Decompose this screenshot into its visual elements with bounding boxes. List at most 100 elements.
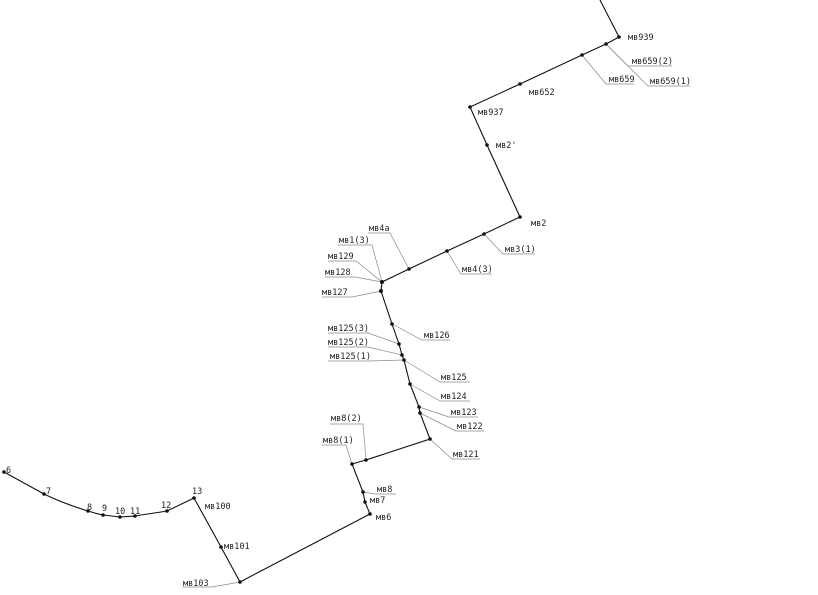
leader-mv128 (325, 276, 383, 283)
leader-mv3-1 (483, 233, 535, 255)
point-mv652 (518, 82, 522, 86)
point-labels: мв939 мв659(2) мв659 мв659(1) мв652 мв93… (6, 33, 691, 589)
label-mv125: мв125 (441, 373, 467, 383)
traverse-line-west (3, 471, 195, 518)
point-mv129 (380, 280, 384, 284)
leader-mv4a (368, 232, 410, 270)
leader-mv124 (409, 383, 470, 402)
label-mv939: мв939 (628, 33, 654, 43)
leader-mv129 (328, 260, 383, 283)
label-11: 11 (130, 507, 140, 517)
label-mv125-1: мв125(1) (330, 352, 371, 362)
point-mv659 (580, 53, 584, 57)
leader-mv659 (581, 54, 634, 85)
label-mv659-1: мв659(1) (650, 77, 691, 87)
point-mv4-3 (445, 249, 449, 253)
point-mv659-2 (604, 42, 608, 46)
point-mv8-2 (364, 458, 368, 462)
point-mv123 (417, 405, 421, 409)
label-mv127: мв127 (322, 288, 348, 298)
label-mv8-1: мв8(1) (323, 436, 354, 446)
label-mv101: мв101 (224, 542, 250, 552)
label-13: 13 (192, 487, 202, 497)
point-mv3-1 (482, 232, 486, 236)
leader-mv127 (322, 290, 382, 298)
label-mv128: мв128 (325, 268, 351, 278)
label-mv937: мв937 (478, 108, 504, 118)
point-mv101 (219, 545, 223, 549)
point-8 (86, 509, 90, 513)
leader-mv125-1 (328, 359, 405, 362)
label-mv4-3: мв4(3) (462, 265, 493, 275)
label-mv126: мв126 (424, 331, 450, 341)
label-9: 9 (102, 504, 107, 514)
point-mv2 (518, 215, 522, 219)
label-mv123: мв123 (451, 408, 477, 418)
label-mv129: мв129 (328, 252, 354, 262)
label-mv124: мв124 (441, 392, 467, 402)
label-mv2p: мв2' (496, 141, 516, 151)
label-7: 7 (46, 487, 51, 497)
leader-mv103 (182, 581, 241, 588)
label-mv122: мв122 (457, 422, 483, 432)
label-mv121: мв121 (453, 450, 479, 460)
label-mv4a: мв4а (369, 224, 389, 234)
point-mv939 (617, 35, 621, 39)
leader-mv1-3 (338, 244, 383, 283)
survey-points (2, 35, 621, 584)
label-mv3-1: мв3(1) (505, 245, 536, 255)
point-mv2p (485, 143, 489, 147)
leader-mv125 (403, 359, 470, 383)
label-6: 6 (6, 466, 11, 476)
point-11 (133, 514, 137, 518)
point-mv6 (368, 512, 372, 516)
label-mv659-2: мв659(2) (632, 57, 673, 67)
point-mv124 (408, 382, 412, 386)
point-mv126 (390, 322, 394, 326)
label-mv1-3: мв1(3) (339, 236, 370, 246)
label-10: 10 (115, 507, 125, 517)
label-mv7: мв7 (370, 496, 385, 506)
label-mv125-2: мв125(2) (328, 338, 369, 348)
leader-mv122 (419, 412, 484, 432)
label-mv2: мв2 (531, 219, 546, 229)
label-mv8-2: мв8(2) (331, 414, 362, 424)
point-mv125-1 (402, 358, 406, 362)
label-mv6: мв6 (376, 513, 391, 523)
leader-mv121 (429, 438, 480, 460)
point-13 (192, 496, 196, 500)
point-mv937 (468, 105, 472, 109)
point-mv121 (428, 437, 432, 441)
point-mv125-2 (400, 353, 404, 357)
point-mv4a (407, 267, 411, 271)
point-mv8-1 (350, 462, 354, 466)
label-mv100: мв100 (205, 502, 231, 512)
leader-mv8-2 (330, 423, 367, 461)
leader-mv8 (362, 491, 396, 495)
point-6 (2, 470, 6, 474)
point-10 (118, 515, 122, 519)
point-mv7 (363, 500, 367, 504)
leader-mv126 (391, 323, 450, 341)
point-mv122 (418, 411, 422, 415)
label-mv652: мв652 (529, 88, 555, 98)
label-12: 12 (161, 501, 171, 511)
leader-lines (182, 43, 690, 588)
label-mv125-3: мв125(3) (328, 324, 369, 334)
label-mv8: мв8 (377, 485, 392, 495)
point-mv127 (379, 289, 383, 293)
label-mv103: мв103 (183, 579, 209, 589)
leader-mv125-2 (328, 346, 403, 356)
point-9 (101, 513, 105, 517)
leader-mv8-1 (322, 444, 353, 465)
point-mv103 (238, 580, 242, 584)
leader-mv659-1 (605, 43, 690, 87)
leader-mv125-3 (328, 332, 400, 345)
label-8: 8 (87, 503, 92, 513)
leader-mv123 (418, 406, 478, 418)
point-12 (165, 509, 169, 513)
label-mv659: мв659 (609, 75, 635, 85)
point-mv8 (361, 490, 365, 494)
leader-mv4-3 (446, 250, 492, 275)
